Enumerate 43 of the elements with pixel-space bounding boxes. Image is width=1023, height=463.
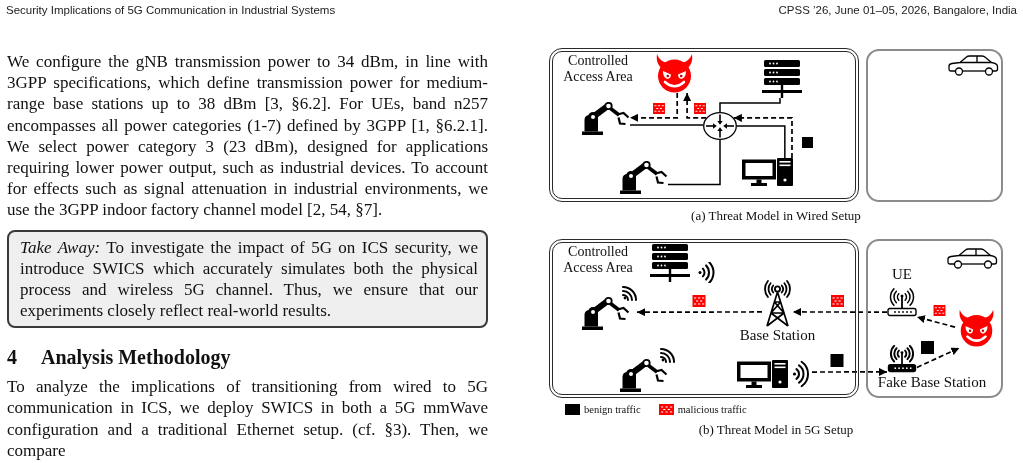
body-paragraph: To analyze the implications of transitioning from wired to 5G communication in ICS, we deploy SWICS in both a 5G mmWave configuration and a traditional Ethernet setup. (cf. §3). Then, we compare bbox=[7, 376, 488, 462]
icon-caption: Fake Base Station bbox=[876, 374, 988, 391]
running-header: Security Implications of 5G Communication in Industrial Systems bbox=[6, 3, 336, 18]
cell-tower-icon bbox=[762, 280, 793, 327]
takeaway-text: Take Away: To investigate the impact of 5G on ICS security, we introduce SWICS which accurately simulates both the physical process and wireless 5G channel. Thus, we ensure that our experiments closely reflect real-world results. bbox=[20, 237, 478, 321]
desktop-computer-icon bbox=[742, 158, 793, 186]
running-header: CPSS ’26, June 01–05, 2026, Bangalore, India bbox=[778, 3, 1017, 18]
router-icon bbox=[703, 112, 737, 140]
wireless-router-icon bbox=[887, 345, 917, 373]
area-title: Controlled Access Area bbox=[562, 244, 634, 276]
legend-label: malicious traffic bbox=[677, 403, 747, 416]
section-number: 4 bbox=[7, 345, 17, 369]
figure-caption: (b) Threat Model in 5G Setup bbox=[697, 422, 855, 438]
dashed-arrow bbox=[792, 307, 888, 316]
wireless-router-icon bbox=[887, 288, 917, 317]
robot-arm-icon bbox=[582, 102, 630, 135]
dashed-arrow bbox=[916, 347, 961, 369]
body-paragraph: We configure the gNB transmission power to 34 dBm, in line with 3GPP specifications, which define transmission power for medium-range base stations up to 38 dBm [3, §6.2]. For UEs, band n257 encompasses all power categories (1-7) defined by 3GPP [1, §6.2.1]. We select power category 3 (23 dBm), designed for applications requiring lower power output, such as industrial devices. To account for effects such as signal attenuation in industrial environments, we use the 3GPP indoor factory channel model [2, 54, §7]. bbox=[7, 51, 488, 221]
robot-arm-icon bbox=[620, 161, 668, 194]
area-panel bbox=[549, 48, 859, 202]
takeaway-box bbox=[7, 230, 488, 328]
dashed-arrow bbox=[683, 92, 707, 119]
area-panel bbox=[866, 49, 1003, 202]
wireless-computer-icon bbox=[737, 360, 812, 388]
connector-line bbox=[719, 97, 781, 113]
icon-caption: Base Station bbox=[738, 327, 817, 344]
connector-line bbox=[736, 125, 786, 159]
server-icon bbox=[762, 60, 802, 98]
dashed-arrow bbox=[811, 367, 888, 376]
dashed-arrow bbox=[916, 315, 956, 328]
legend-label: benign traffic bbox=[584, 403, 641, 416]
section-heading: Analysis Methodology bbox=[41, 345, 231, 369]
dashed-arrow bbox=[629, 92, 679, 122]
connector-line bbox=[667, 139, 721, 186]
area-title: Controlled Access Area bbox=[562, 53, 634, 85]
connector-line bbox=[629, 124, 704, 126]
area-panel bbox=[866, 239, 1003, 398]
dashed-arrow bbox=[636, 308, 763, 317]
area-panel bbox=[549, 239, 859, 398]
figure-caption: (a) Threat Model in Wired Setup bbox=[690, 208, 862, 224]
dashed-arrow bbox=[733, 113, 793, 159]
wireless-robot-arm-icon bbox=[582, 283, 637, 330]
icon-caption: UE bbox=[891, 266, 913, 283]
